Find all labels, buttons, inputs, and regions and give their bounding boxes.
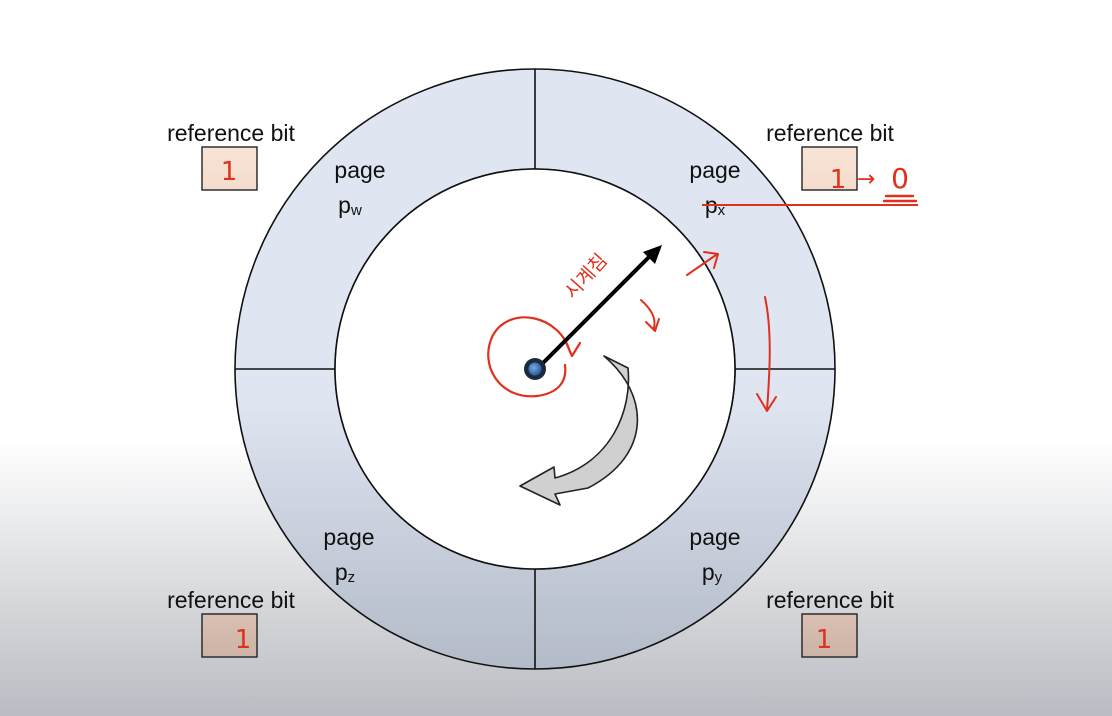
annotation-loop [487,316,582,398]
reference-bit-z-label: reference bit [167,587,295,613]
annotation-arrow-down [756,296,777,412]
reference-bit-y-value: 1 [816,625,833,655]
reference-bit-w-box [201,146,258,191]
page-w-name: pw [338,192,362,219]
clock-hand [535,252,654,371]
annotation-underline [882,194,918,203]
reference-bit-z: reference bit 1 [167,587,296,658]
reference-bit-y: reference bit 1 [766,587,895,658]
clock-hub-center [528,362,542,376]
clock-hand-arrowhead-icon [643,245,662,264]
reference-bit-y-box [801,613,858,658]
reference-bit-x-value: 1 [830,165,847,195]
page-y-label: page py [689,524,740,586]
page-w-label: page pw [334,157,385,219]
page-z-label: page pz [323,524,374,586]
reference-bit-w: reference bit 1 [167,120,296,191]
page-x-label: page px [689,157,740,219]
reference-bit-x: reference bit 1 → 0 [766,120,918,203]
page-x-title: page [689,157,740,183]
reference-bit-x-label: reference bit [766,120,894,146]
page-z-title: page [323,524,374,550]
page-z-name: pz [335,559,355,586]
page-y-name: py [702,559,723,586]
reference-bit-z-value: 1 [235,625,252,655]
page-y-title: page [689,524,740,550]
reference-bit-x-change-arrow: → [857,167,875,192]
annotation-arrow-small-2 [686,251,719,276]
reference-bit-x-new-value: 0 [891,162,909,195]
reference-bit-w-label: reference bit [167,120,295,146]
reference-bit-y-label: reference bit [766,587,894,613]
reference-bit-z-box [201,613,258,658]
annotation-arrow-small-1 [640,299,660,332]
reference-bit-x-box [801,146,858,191]
reference-bit-w-value: 1 [221,157,238,187]
page-w-title: page [334,157,385,183]
rotation-arrow-icon [519,355,639,506]
